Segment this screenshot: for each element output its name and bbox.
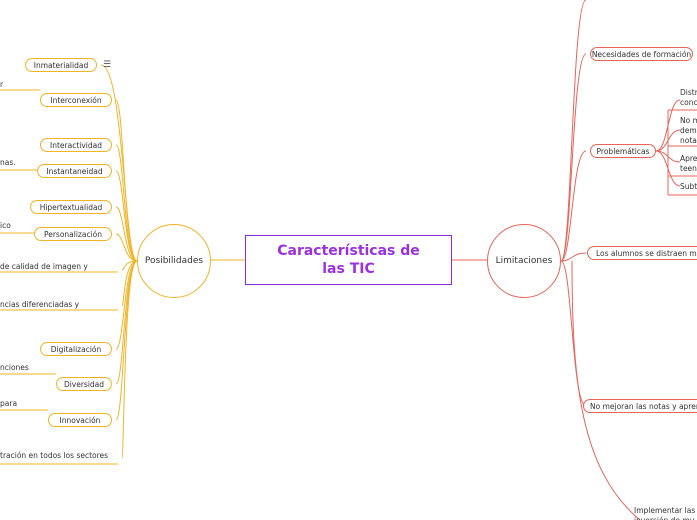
- node-no-mejoran-notas[interactable]: No mejoran las notas y aprende: [583, 399, 697, 413]
- note-personalizacion: ico: [0, 221, 11, 230]
- node-digitalizacion[interactable]: Digitalización: [40, 342, 112, 356]
- subnode-subte[interactable]: Subte: [680, 182, 697, 191]
- node-limitaciones-label: Limitaciones: [495, 256, 553, 266]
- node-alumnos-distraen[interactable]: Los alumnos se distraen más: [587, 246, 697, 260]
- node-interactividad[interactable]: Interactividad: [40, 138, 112, 152]
- connector-line: [560, 252, 587, 262]
- node-label: Digitalización: [50, 345, 102, 354]
- connector-line: [121, 260, 138, 459]
- connector-line: [560, 260, 587, 407]
- node-label: Innovación: [59, 416, 101, 425]
- node-label: Instantaneidad: [46, 167, 103, 176]
- connector-line: [115, 206, 138, 262]
- node-problematicas[interactable]: Problemáticas: [590, 144, 656, 158]
- subnode-apre[interactable]: Apre teenc: [680, 154, 697, 173]
- connector-line: [571, 260, 641, 520]
- node-label: Los alumnos se distraen más: [596, 249, 697, 258]
- node-innovacion[interactable]: Innovación: [48, 413, 112, 427]
- node-label: Interconexión: [50, 96, 102, 105]
- node-label: Diversidad: [63, 380, 105, 389]
- central-topic-title: Características de las TIC: [277, 243, 420, 277]
- node-label: Interactividad: [50, 141, 102, 150]
- node-necesidades-formacion[interactable]: Necesidades de formación: [590, 47, 693, 61]
- node-diversidad[interactable]: Diversidad: [56, 377, 112, 391]
- node-hipertextualidad[interactable]: Hipertextualidad: [30, 200, 112, 214]
- node-label: No mejoran las notas y aprende: [590, 402, 697, 411]
- node-label: Necesidades de formación: [591, 50, 692, 59]
- node-limitaciones[interactable]: Limitaciones: [487, 224, 561, 298]
- connector-line: [115, 99, 138, 262]
- node-ncias-diferenciadas[interactable]: ncias diferenciadas y: [0, 300, 80, 309]
- connector-line: [115, 144, 138, 262]
- central-topic[interactable]: Características de las TIC: [245, 235, 452, 285]
- note-interconexion: r: [0, 80, 4, 89]
- node-label: Problemáticas: [596, 147, 650, 156]
- connector-line: [115, 170, 138, 262]
- menu-lines-icon[interactable]: ☰: [103, 60, 112, 70]
- node-inmaterialidad[interactable]: Inmaterialidad: [25, 58, 97, 72]
- node-label: Hipertextualidad: [39, 203, 103, 212]
- node-instantaneidad[interactable]: Instantaneidad: [37, 164, 112, 178]
- note-innovacion: para: [0, 399, 18, 408]
- note-diversidad: nciones: [0, 363, 29, 372]
- subnode-no-m[interactable]: No m dema notas: [680, 116, 697, 145]
- node-tracion-sectores[interactable]: tración en todos los sectores: [0, 451, 109, 460]
- node-posibilidades[interactable]: Posibilidades: [137, 224, 211, 298]
- node-implementar-tic[interactable]: Implementar las T inversión de mu: [634, 506, 696, 520]
- connector-line: [560, 53, 587, 262]
- node-posibilidades-label: Posibilidades: [144, 256, 204, 266]
- connector-line: [560, 0, 587, 262]
- connector-line: [115, 233, 138, 262]
- node-label: Inmaterialidad: [33, 61, 89, 70]
- connector-line: [560, 150, 587, 262]
- node-interconexion[interactable]: Interconexión: [40, 93, 112, 107]
- subnode-distr[interactable]: Distr conce: [680, 88, 697, 107]
- node-calidad-imagen[interactable]: de calidad de imagen y: [0, 262, 88, 271]
- node-personalizacion[interactable]: Personalización: [34, 227, 112, 241]
- note-instantaneidad: nas.: [0, 158, 16, 167]
- node-label: Personalización: [43, 230, 103, 239]
